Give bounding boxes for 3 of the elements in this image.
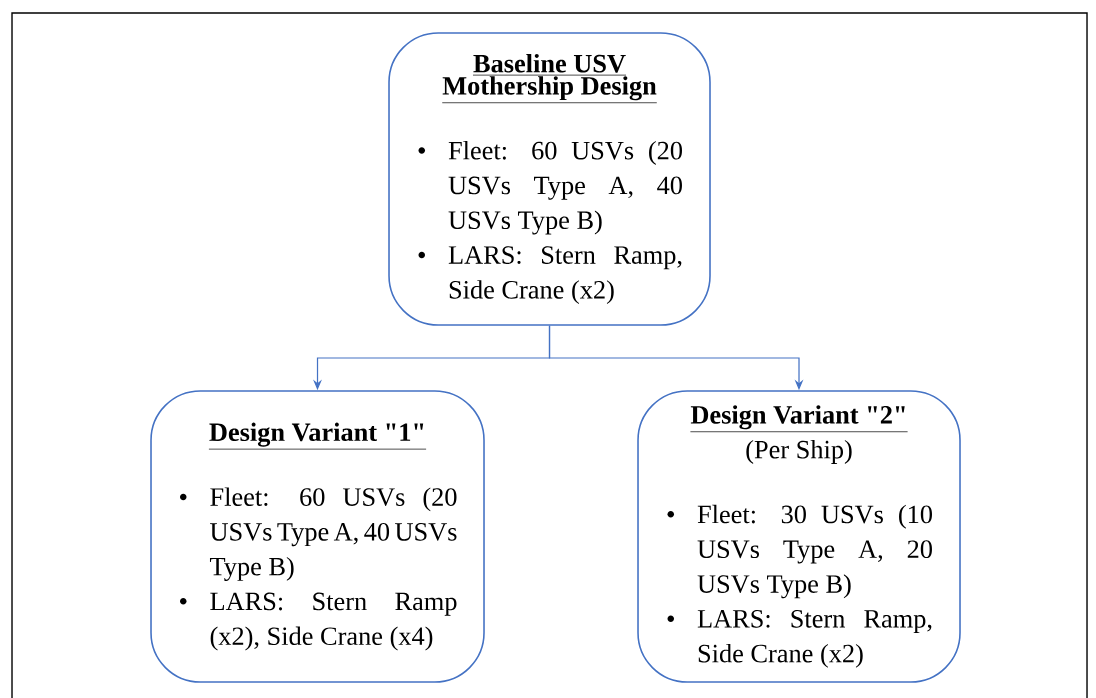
process-box: Baseline USV Mothership Design Fleet: 60 USVs (20 USVs Type A, 40 USVs Type B) LARS: Stern Ramp, Side Crane (x2) [388, 32, 711, 326]
process-box: Design Variant "2" (Per Ship) Fleet: 30 USVs (10 USVs Type A, 20 USVs Type B) LARS: Stern Ramp, Side Crane (x2) [637, 390, 961, 683]
process-box: Design Variant "1" Fleet: 60 USVs (20 USVs Type A, 40 USVs Type B) LARS: Stern Ramp (x2), Side Crane (x4) [150, 390, 485, 683]
